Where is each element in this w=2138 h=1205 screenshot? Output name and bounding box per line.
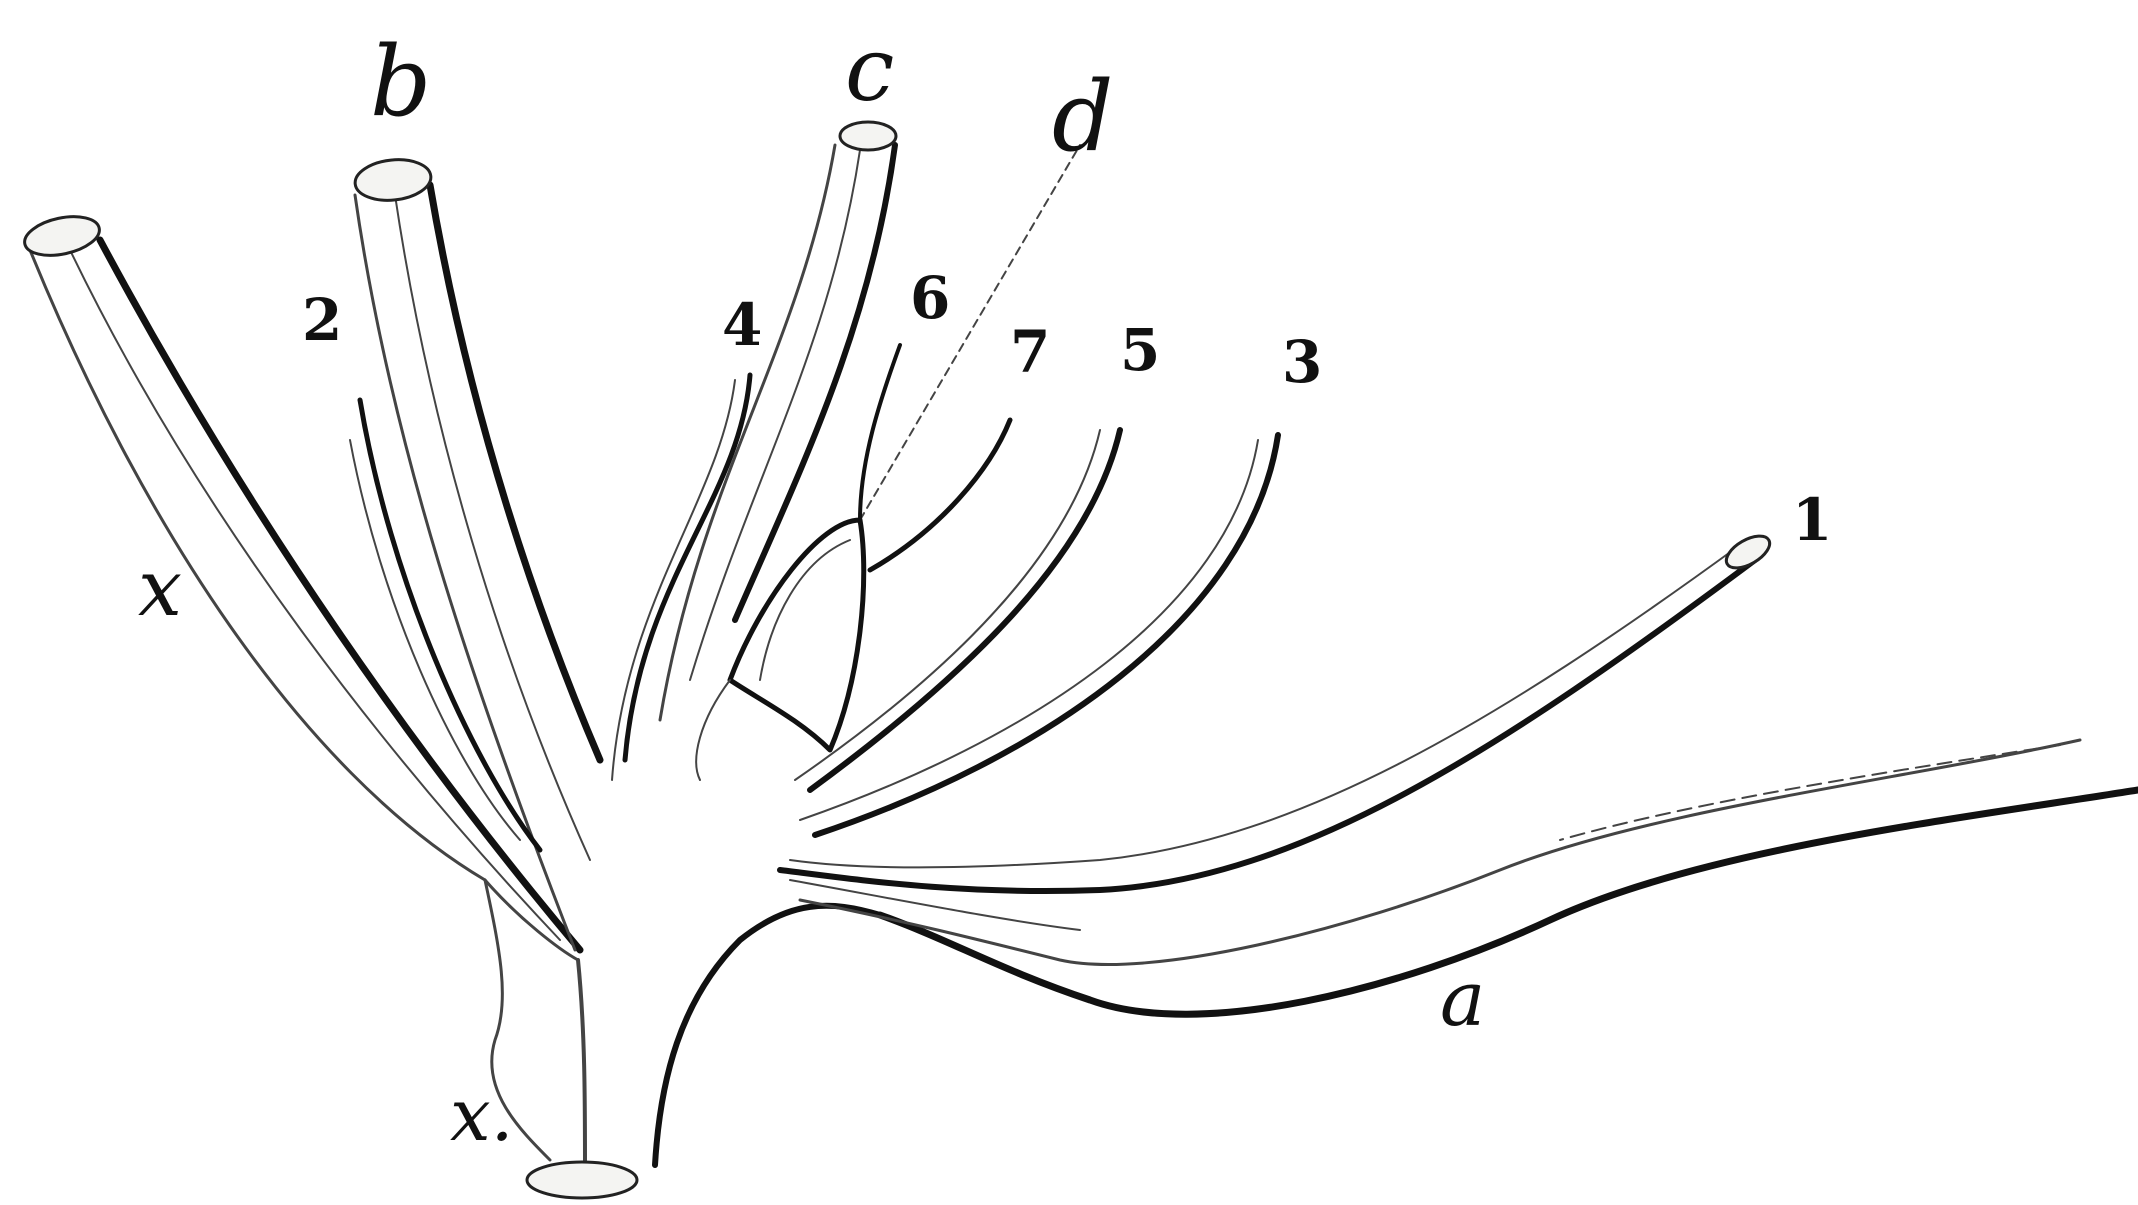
fibre-4 bbox=[612, 375, 750, 780]
number-5: 5 bbox=[1120, 316, 1160, 384]
number-2: 2 bbox=[302, 286, 342, 354]
branch-x bbox=[21, 210, 580, 960]
branch-b bbox=[353, 156, 600, 950]
fibre-6 bbox=[860, 345, 900, 520]
branch-b-cut-end bbox=[353, 156, 433, 204]
label-c: c bbox=[845, 18, 894, 121]
label-d: d bbox=[1052, 61, 1113, 173]
branch-c-cut-end bbox=[840, 122, 896, 150]
number-7: 7 bbox=[1010, 318, 1050, 386]
bud-d bbox=[696, 145, 1080, 780]
label-b: b bbox=[370, 26, 431, 138]
number-3: 3 bbox=[1282, 328, 1322, 396]
fibre-7 bbox=[870, 420, 1010, 570]
stem-cut-end bbox=[527, 1162, 637, 1198]
fibre-1 bbox=[780, 530, 1775, 891]
label-x-lower: x. bbox=[450, 1073, 514, 1157]
label-x-upper: x bbox=[138, 544, 182, 634]
branch-x-cut-end bbox=[21, 210, 103, 261]
label-a: a bbox=[1440, 954, 1485, 1043]
fibre-5 bbox=[795, 430, 1120, 790]
number-1: 1 bbox=[1792, 486, 1832, 554]
main-stem bbox=[485, 880, 880, 1198]
fibre-3 bbox=[800, 435, 1278, 835]
number-6: 6 bbox=[910, 264, 950, 332]
number-4: 4 bbox=[722, 291, 762, 359]
